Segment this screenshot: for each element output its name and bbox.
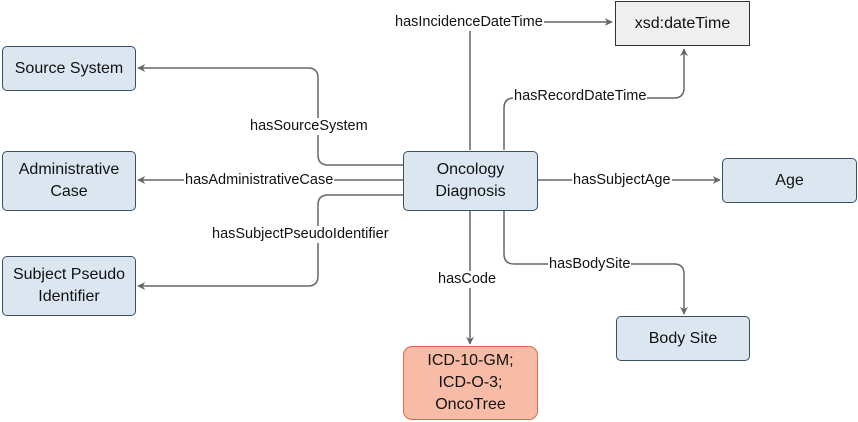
node-source-system-label: Source System xyxy=(14,59,124,77)
edge-label-has-source-system: hasSourceSystem xyxy=(249,118,369,135)
node-source-system[interactable]: Source System xyxy=(2,46,136,91)
node-code[interactable]: ICD-10-GM; ICD-O-3; OncoTree xyxy=(403,346,538,420)
node-administrative-case[interactable]: Administrative Case xyxy=(2,151,136,211)
node-body-site-label: Body Site xyxy=(648,329,718,347)
edge-label-has-code: hasCode xyxy=(437,271,498,288)
edge-label-has-subject-pseudo-identifier: hasSubjectPseudoIdentifier xyxy=(211,226,390,243)
edge-label-has-administrative-case: hasAdministrativeCase xyxy=(184,172,335,189)
node-xsd-datetime-label: xsd:dateTime xyxy=(634,14,731,32)
edge-label-has-body-site: hasBodySite xyxy=(548,256,632,273)
node-oncology-diagnosis-label: Oncology Diagnosis xyxy=(435,161,506,200)
node-xsd-datetime[interactable]: xsd:dateTime xyxy=(615,1,750,46)
edge-label-has-record-date-time: hasRecordDateTime xyxy=(513,88,648,105)
edge-has-incidence-date-time xyxy=(469,18,613,150)
node-body-site[interactable]: Body Site xyxy=(616,316,750,361)
node-oncology-diagnosis[interactable]: Oncology Diagnosis xyxy=(403,151,538,211)
edge-label-has-incidence-date-time: hasIncidenceDateTime xyxy=(394,14,544,31)
edge-label-has-subject-age: hasSubjectAge xyxy=(572,172,672,189)
edge-has-source-system xyxy=(137,64,404,166)
node-code-label: ICD-10-GM; ICD-O-3; OncoTree xyxy=(427,352,514,413)
node-subject-pseudo-identifier-label: Subject Pseudo Identifier xyxy=(12,266,126,305)
node-subject-pseudo-identifier[interactable]: Subject Pseudo Identifier xyxy=(2,256,136,316)
node-age-label: Age xyxy=(775,171,804,189)
node-administrative-case-label: Administrative Case xyxy=(18,161,120,200)
node-age[interactable]: Age xyxy=(722,158,857,203)
